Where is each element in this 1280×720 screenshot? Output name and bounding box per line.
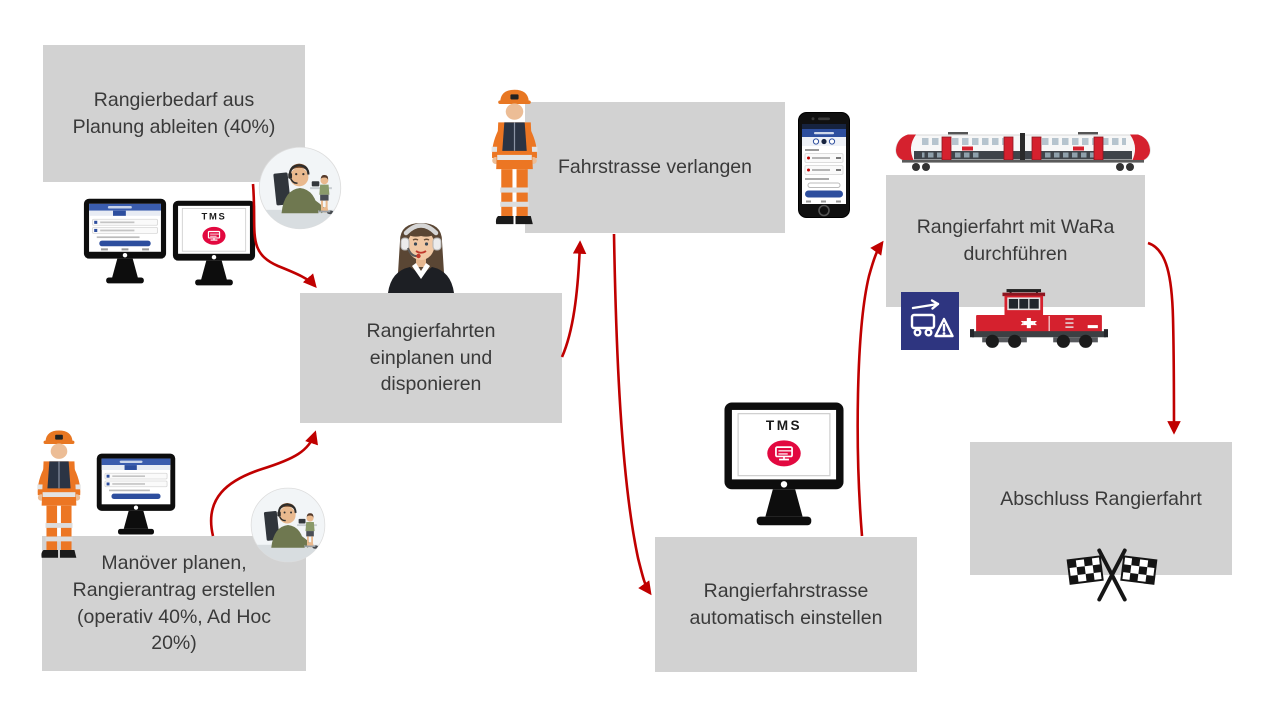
box-auto-route: Rangierfahrstrasse automatisch einstelle… xyxy=(655,537,917,672)
box-request-route-label: Fahrstrasse verlangen xyxy=(557,156,752,179)
flow-arrow-wara-to-finish xyxy=(1147,241,1181,435)
planning-app-monitor xyxy=(82,197,168,286)
planning-app-monitor-2 xyxy=(95,452,177,537)
tms-monitor-small: TMS xyxy=(171,199,257,288)
flow-arrow-plan-to-request xyxy=(560,240,587,358)
wara-warning-icon xyxy=(901,292,959,350)
box-plan-dispatch-label: Rangierfahrten einplanen und disponieren xyxy=(366,319,496,396)
finish-flags-icon xyxy=(1063,543,1161,605)
dispatcher-woman-avatar xyxy=(380,221,462,293)
passenger-train xyxy=(892,126,1154,174)
box-plan-dispatch: Rangierfahrten einplanen und disponieren xyxy=(300,293,562,423)
mobile-app-phone xyxy=(798,112,850,218)
planner-desk-avatar xyxy=(258,146,342,230)
tms-label: TMS xyxy=(202,211,227,222)
box-finish-label: Abschluss Rangierfahrt xyxy=(1000,488,1202,510)
shunting-worker-figure-2 xyxy=(32,427,86,567)
tms-label-large: TMS xyxy=(766,418,802,433)
planner-desk-avatar-2 xyxy=(250,487,326,563)
box-maneuver-plan: Manöver planen, Rangierantrag erstellen … xyxy=(42,536,306,671)
box-derive-demand: Rangierbedarf aus Planung ableiten (40%) xyxy=(43,45,305,182)
shunting-worker-figure xyxy=(486,87,543,233)
box-derive-demand-label: Rangierbedarf aus Planung ableiten (40%) xyxy=(72,88,276,138)
flow-arrow-autoroute-to-wara xyxy=(856,240,884,537)
box-wara-run-label: Rangierfahrt mit WaRa durchführen xyxy=(916,216,1115,265)
shunting-locomotive xyxy=(970,288,1108,350)
box-wara-run: Rangierfahrt mit WaRa durchführen xyxy=(886,175,1145,307)
tms-monitor-large: TMS xyxy=(722,400,846,529)
box-maneuver-plan-label: Manöver planen, Rangierantrag erstellen … xyxy=(72,551,276,655)
box-request-route: Fahrstrasse verlangen xyxy=(525,102,785,233)
flow-arrow-request-to-autoroute xyxy=(612,233,652,596)
box-auto-route-label: Rangierfahrstrasse automatisch einstelle… xyxy=(689,579,883,629)
